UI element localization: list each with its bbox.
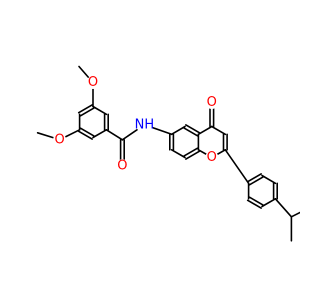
bond-cBot-bLR bbox=[197, 149, 208, 156]
bond-dUL-dTop-0 bbox=[246, 173, 262, 183]
atom-o-ring: O bbox=[205, 150, 219, 165]
bond-dBot-dLL-0 bbox=[246, 199, 262, 209]
atom-label: NH bbox=[135, 117, 155, 132]
bond-dUL-dTop-1 bbox=[248, 176, 264, 186]
atom-label: O bbox=[207, 95, 217, 110]
bond-dTop-dUR bbox=[261, 174, 277, 185]
structure-diagram: O O O NH O O bbox=[36, 65, 300, 242]
atom-label-background bbox=[53, 133, 67, 147]
atom-label: O bbox=[88, 75, 98, 90]
bond-bUR-bTop-1 bbox=[185, 124, 201, 134]
atom-label-background bbox=[205, 96, 219, 109]
bond-bLL-bBot bbox=[170, 149, 186, 159]
bond-cLR-cBot bbox=[216, 149, 227, 156]
bond-cTop-cUR bbox=[211, 125, 227, 136]
atom-o-amide: O bbox=[115, 158, 129, 173]
bond-aTop-aUL-1 bbox=[77, 104, 93, 114]
bond-cc-n bbox=[121, 129, 138, 141]
bond-dLR-dBot bbox=[261, 198, 277, 208]
atom-label: O bbox=[54, 132, 64, 147]
atom-o-ketone: O bbox=[205, 95, 219, 110]
bond-aTop-aUL-0 bbox=[79, 107, 95, 117]
atom-label-background bbox=[205, 151, 219, 164]
atom-o-methoxy-top: O bbox=[86, 75, 100, 90]
molecule-drawing: O O O NH O O bbox=[36, 65, 300, 242]
atom-label-background bbox=[86, 76, 100, 89]
bond-aLL-o2 bbox=[64, 129, 81, 138]
atom-label: O bbox=[207, 150, 217, 165]
bond-bUR-cTop bbox=[197, 125, 213, 136]
bond-layer bbox=[36, 65, 300, 242]
atom-n-amide: NH bbox=[135, 116, 155, 133]
atom-label-background bbox=[136, 116, 153, 133]
bond-aBot-aLR bbox=[92, 129, 108, 139]
bond-ip-ma bbox=[290, 211, 300, 218]
bond-cLR-link bbox=[224, 149, 250, 185]
bond-dBot-dLL-1 bbox=[248, 196, 264, 206]
bond-bBot-bLR-1 bbox=[185, 150, 201, 160]
bond-n-bUL bbox=[152, 126, 173, 136]
bond-dLR-ip bbox=[274, 198, 293, 218]
bond-aLR-cc bbox=[105, 129, 124, 141]
bond-bBot-bLR-0 bbox=[183, 147, 199, 157]
bond-me1-o1 bbox=[78, 65, 90, 79]
bond-bTop-bUL bbox=[170, 125, 186, 136]
atom-label-background bbox=[115, 159, 129, 173]
bond-aLL-aBot-0 bbox=[79, 127, 95, 137]
atom-label: O bbox=[117, 158, 127, 173]
bond-aUR-aTop bbox=[92, 105, 108, 116]
atom-o-methoxy-left: O bbox=[53, 132, 67, 147]
bond-bUR-bTop-0 bbox=[183, 127, 199, 137]
atom-label-layer: O O O NH O O bbox=[53, 75, 219, 173]
bond-aLL-aBot-1 bbox=[77, 130, 93, 140]
bond-o2-me2 bbox=[36, 132, 55, 139]
